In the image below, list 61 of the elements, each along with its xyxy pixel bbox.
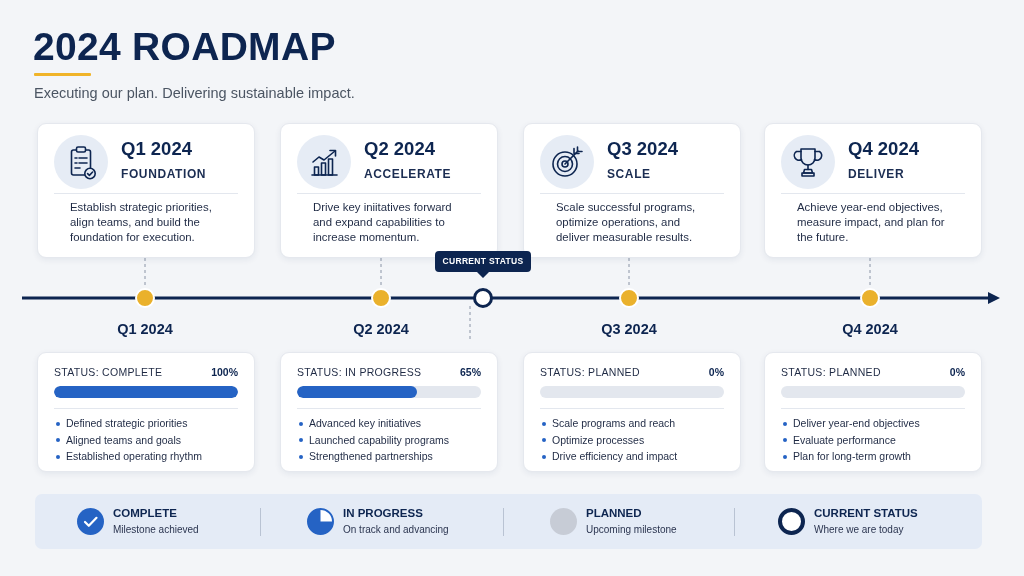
quarter-card: [764, 123, 982, 258]
milestone-dot: [860, 288, 880, 308]
milestone-label: Q4 2024: [841, 320, 899, 338]
phase-name: DELIVER: [848, 166, 905, 182]
bullet-item: Launched capability programs: [309, 432, 450, 448]
milestone-dot: [619, 288, 639, 308]
bullet-item: Drive efficiency and impact: [552, 449, 678, 464]
card-description: Achieve year-end objectives, measure impact, and plan for the future.: [797, 200, 946, 245]
milestone-dot: [135, 288, 155, 308]
bullet-item: Scale programs and reach: [552, 416, 676, 431]
bullet-item: Defined strategic priorities: [66, 416, 188, 431]
status-label: STATUS: PLANNED: [540, 365, 640, 379]
percent-value: 0%: [949, 365, 965, 379]
callout-text: CURRENT STATUS: [441, 255, 525, 268]
quarter-heading: Q4 2024: [848, 138, 919, 160]
milestone-label: Q3 2024: [600, 320, 658, 338]
legend-description: On track and advancing: [343, 523, 449, 536]
milestone-label: Q1 2024: [116, 320, 174, 338]
bullet-item: Plan for long-term growth: [793, 449, 911, 464]
card-description: Drive key iniitatives forward and expand capabilities to increase momentum.: [313, 200, 453, 245]
bullet-item: Strengthened partnerships: [309, 449, 433, 464]
status-card: [280, 352, 498, 472]
legend-description: Where we are today: [814, 523, 904, 536]
percent-value: 100%: [211, 365, 238, 379]
percent-value: 0%: [708, 365, 724, 379]
quarter-heading: Q2 2024: [364, 138, 435, 160]
legend-label: CURRENT STATUS: [814, 506, 918, 520]
phase-name: ACCELERATE: [364, 166, 452, 182]
legend-label: COMPLETE: [113, 506, 177, 520]
status-card: [37, 352, 255, 472]
subtitle: Executing our plan. Delivering sustainable impact.: [34, 84, 355, 102]
card-description: Establish strategic priorities, align teams, and build the foundation for execution.: [70, 200, 213, 245]
bullet-item: Evaluate performance: [793, 432, 896, 448]
quarter-card: [37, 123, 255, 258]
status-label: STATUS: IN PROGRESS: [297, 365, 422, 379]
bullet-item: Optimize processes: [552, 432, 645, 448]
quarter-card: [523, 123, 741, 258]
phase-name: FOUNDATION: [121, 166, 207, 182]
status-card: [523, 352, 741, 472]
quarter-heading: Q3 2024: [607, 138, 678, 160]
current-status-marker: [473, 288, 493, 308]
quarter-card: [280, 123, 498, 258]
bullet-item: Deliver year-end objectives: [793, 416, 920, 431]
bullet-item: Advanced key initiatives: [309, 416, 422, 431]
phase-name: SCALE: [607, 166, 651, 182]
bullet-item: Established operating rhythm: [66, 449, 202, 464]
quarter-heading: Q1 2024: [121, 138, 192, 160]
status-label: STATUS: COMPLETE: [54, 365, 163, 379]
status-label: STATUS: PLANNED: [781, 365, 881, 379]
legend-description: Upcoming milestone: [586, 523, 677, 536]
status-callout: [435, 251, 531, 278]
legend-label: IN PROGRESS: [343, 506, 423, 520]
milestone-dot: [371, 288, 391, 308]
bullet-item: Aligned teams and goals: [66, 432, 181, 448]
card-description: Scale successful programs, optimize operations, and deliver measurable results.: [556, 200, 697, 245]
legend-label: PLANNED: [586, 506, 642, 520]
milestone-label: Q2 2024: [352, 320, 410, 338]
percent-value: 65%: [460, 365, 481, 379]
legend-description: Milestone achieved: [113, 523, 199, 536]
title: 2024 ROADMAP: [33, 24, 336, 70]
status-card: [764, 352, 982, 472]
